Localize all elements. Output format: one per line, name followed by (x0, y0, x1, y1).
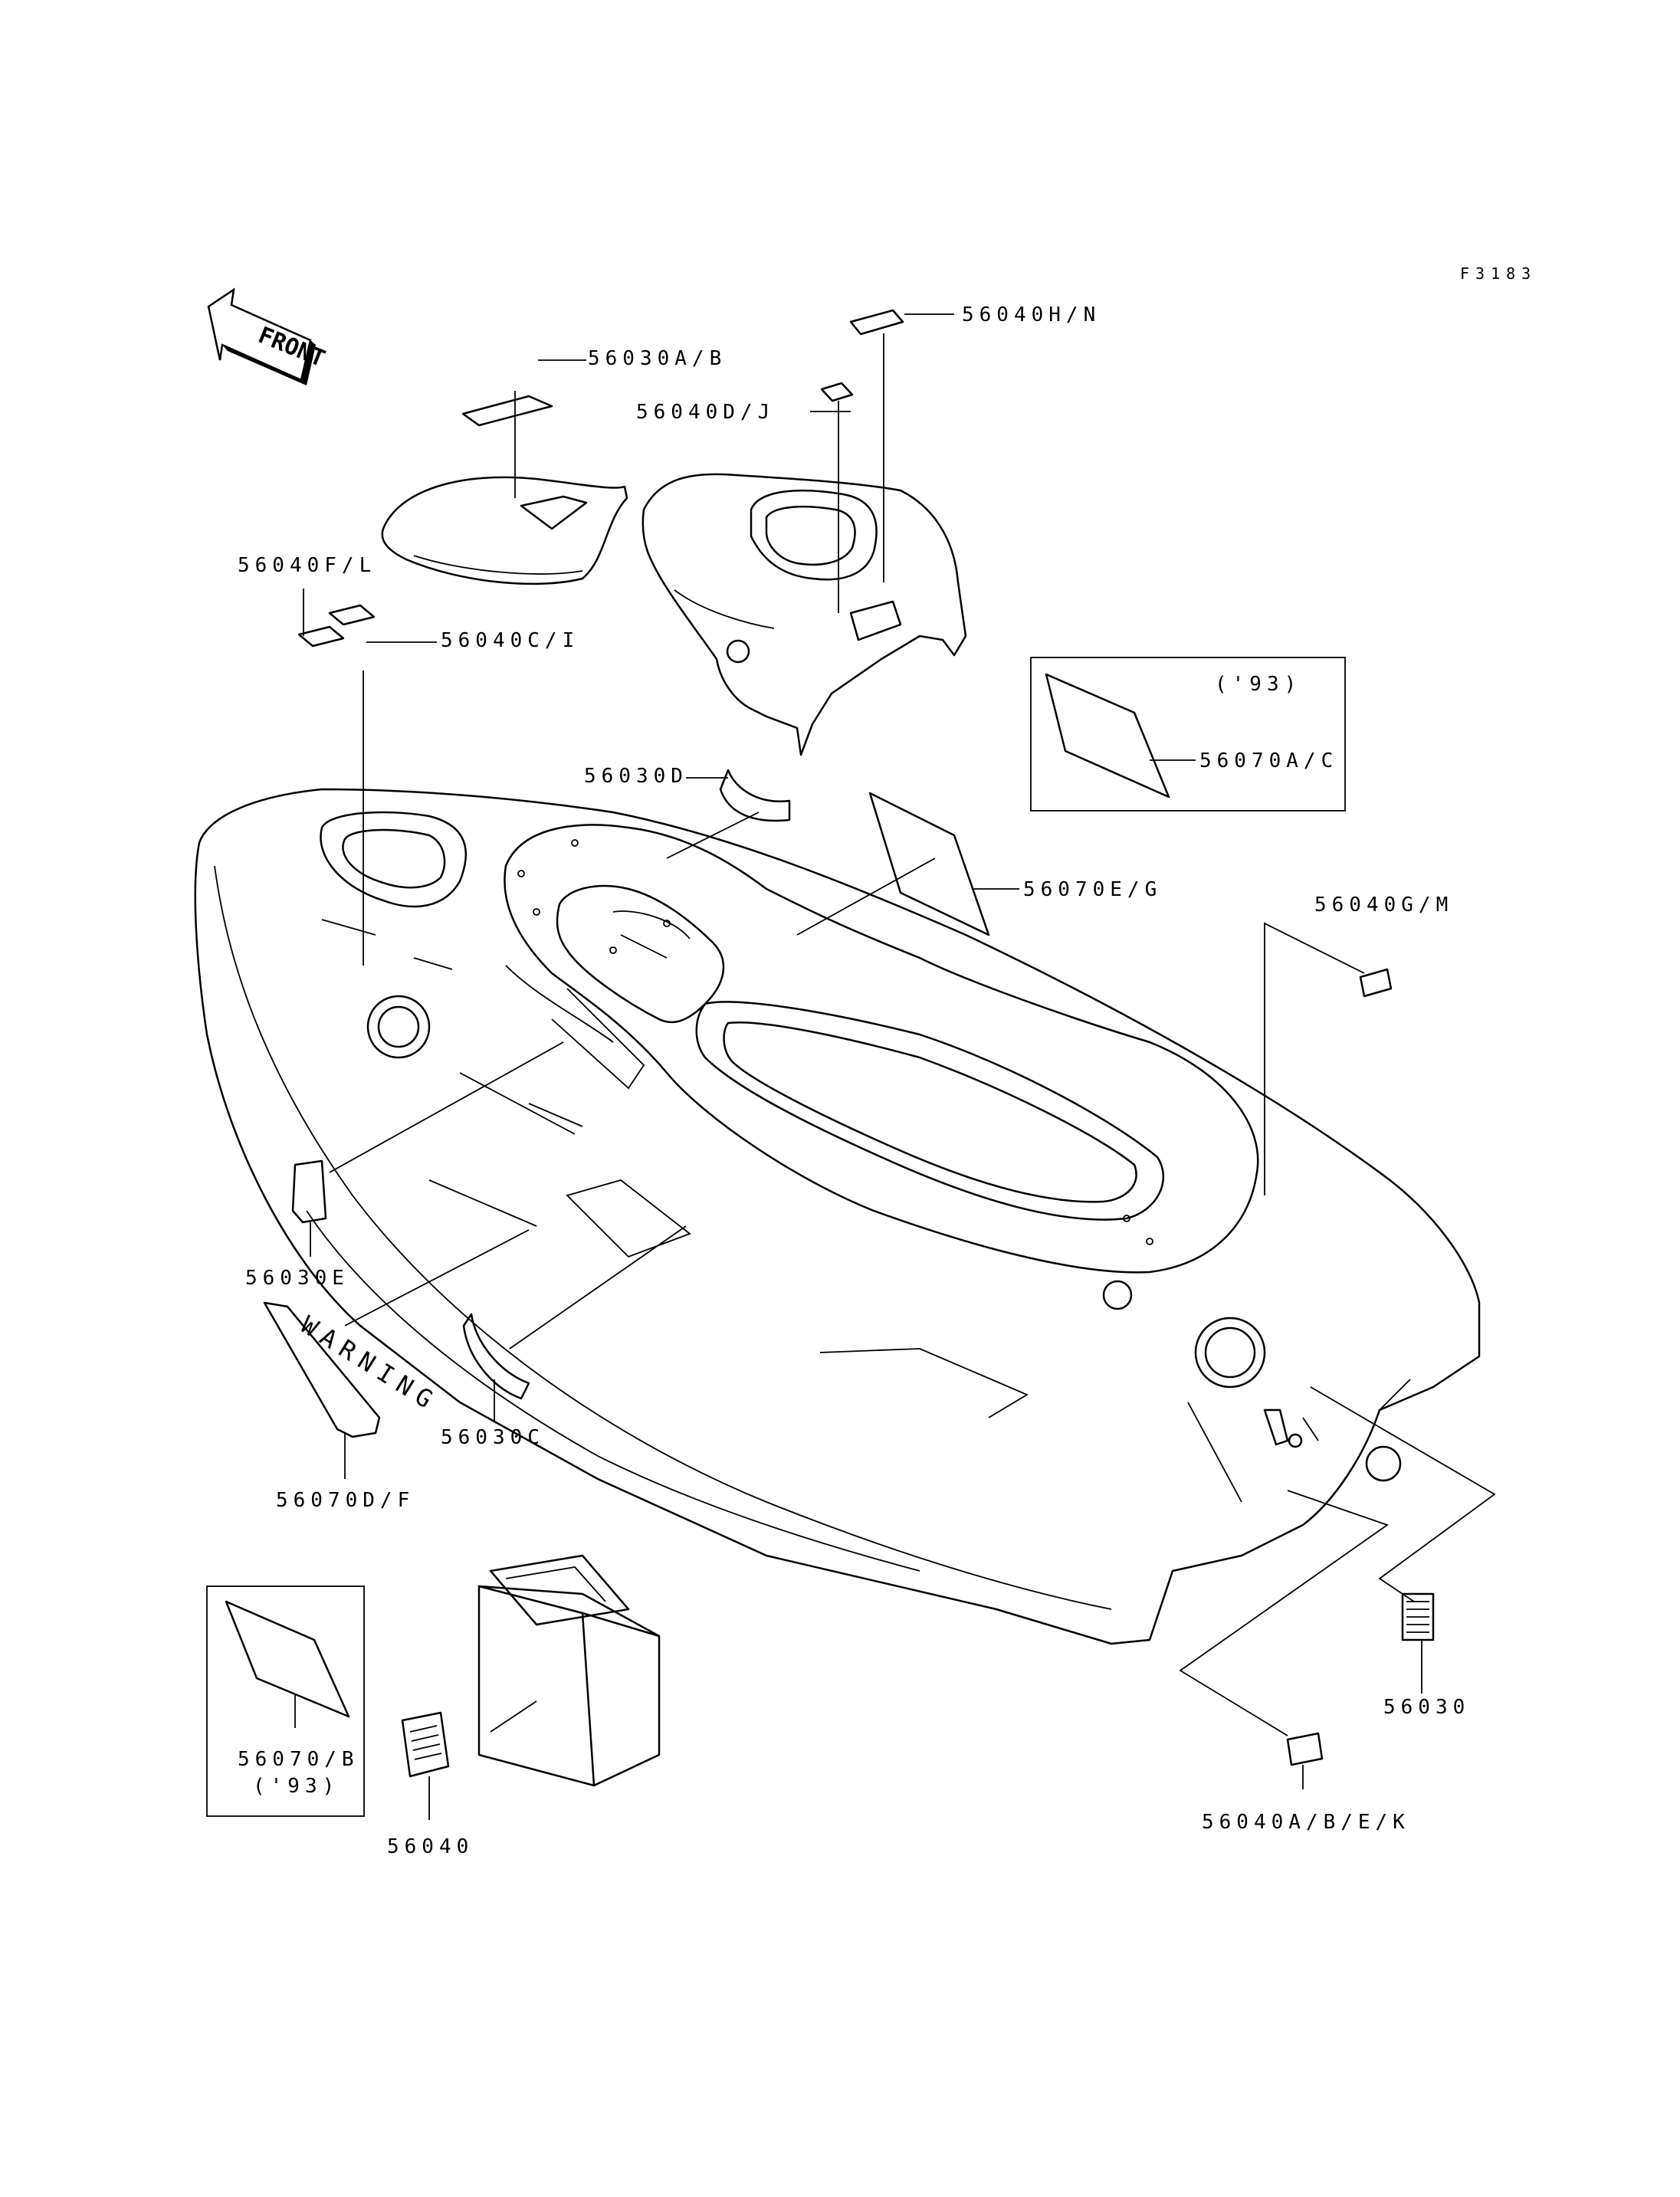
battery-part (477, 1554, 661, 1787)
callout-56030e: 56030E (245, 1267, 349, 1290)
decal-56030e (291, 1159, 327, 1224)
decal-56040g (1359, 968, 1393, 998)
decal-56030c (462, 1313, 530, 1400)
callout-56070b: 56070/B (238, 1748, 359, 1771)
callout-56040ci: 56040C/I (441, 629, 580, 652)
callout-56040: 56040 (387, 1835, 474, 1858)
callout-93-b: ('93) (253, 1775, 340, 1798)
callout-56030ab: 56030A/B (588, 347, 727, 370)
decal-56030d (719, 769, 791, 822)
hood-part (641, 309, 967, 756)
front-arrow-icon: FRONT (207, 287, 329, 385)
decal-56070b (225, 1600, 350, 1718)
callout-56040fl: 56040F/L (238, 554, 377, 577)
callout-56030d: 56030D (584, 765, 688, 788)
decal-56040f (297, 625, 345, 648)
callout-56040gm: 56040G/M (1314, 894, 1454, 917)
callout-56040abek: 56040A/B/E/K (1202, 1811, 1410, 1834)
seat-part (381, 359, 628, 585)
decal-56040a (1286, 1732, 1324, 1766)
callout-56040hn: 56040H/N (962, 303, 1101, 326)
decal-56070a (1045, 673, 1170, 798)
decal-56040c (328, 604, 376, 626)
inset-box-93-a (1030, 657, 1346, 812)
warning-text: WARNING (296, 1310, 445, 1418)
callout-56070eg: 56070E/G (1023, 878, 1163, 901)
callout-56030: 56030 (1383, 1696, 1471, 1719)
callout-56040dj: 56040D/J (636, 401, 776, 424)
decal-56030 (1401, 1592, 1435, 1641)
decal-56040 (401, 1711, 450, 1778)
callout-56070df: 56070D/F (276, 1489, 415, 1512)
callout-93-a: ('93) (1215, 673, 1302, 696)
hull-part (194, 788, 1481, 1645)
decal-56070d (263, 1301, 381, 1438)
figure-code: F3183 (1460, 264, 1537, 283)
decal-56070e (868, 792, 990, 936)
callout-56030c: 56030C (441, 1426, 545, 1449)
inset-box-93-b (206, 1585, 365, 1817)
callout-56070ac: 56070A/C (1199, 749, 1339, 772)
